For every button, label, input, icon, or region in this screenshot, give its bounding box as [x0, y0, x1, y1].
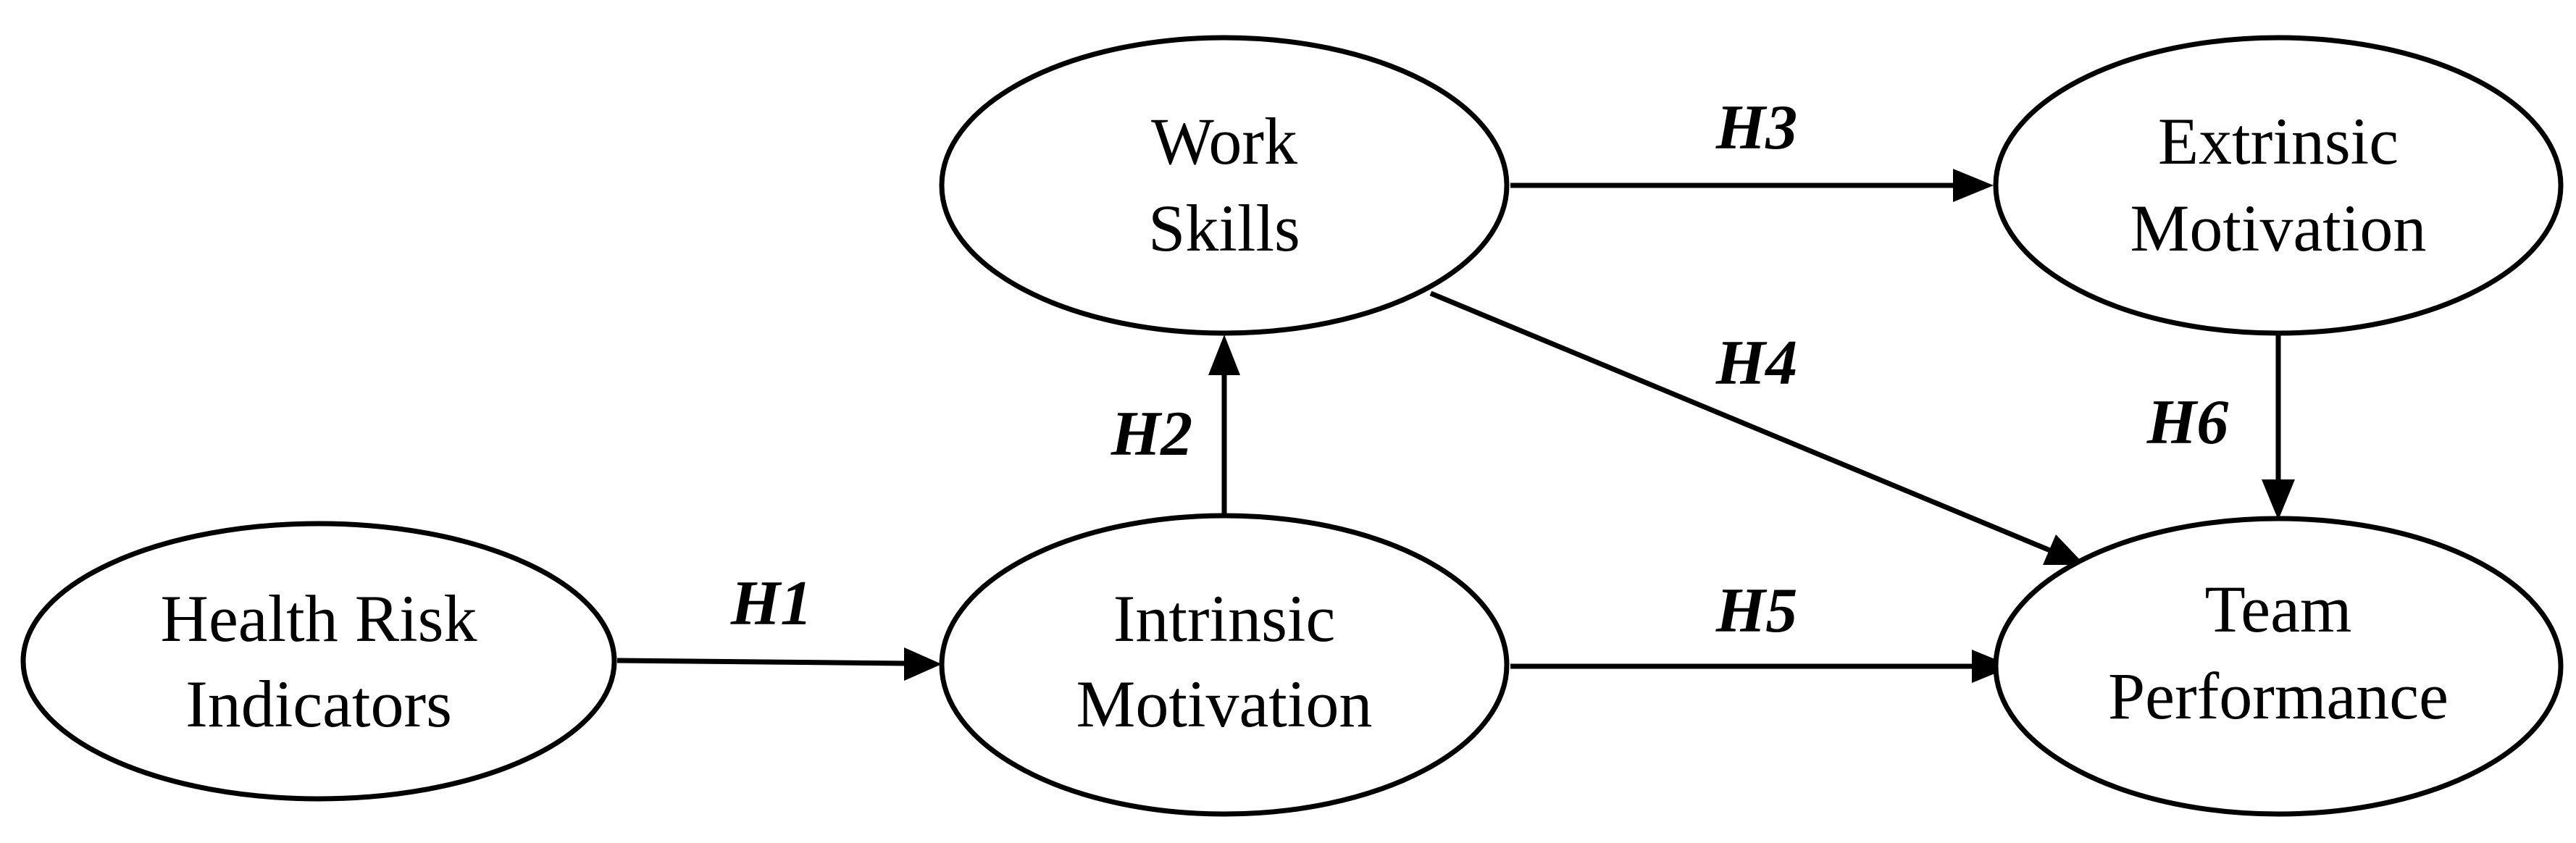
- edge-h1-label: H1: [730, 569, 812, 639]
- edge-h6-arrowhead: [2262, 479, 2295, 520]
- edge-h3: H3: [1510, 93, 1994, 202]
- edge-h5-arrowhead: [1972, 650, 2012, 683]
- edge-h6: H6: [2146, 335, 2295, 520]
- node-extrinsic-motivation: Extrinsic Motivation: [1993, 35, 2564, 336]
- node-work-skills-line-1: Work: [1151, 104, 1297, 178]
- edge-h3-arrowhead: [1953, 169, 1994, 202]
- node-health-risk-indicators-line-2: Indicators: [185, 667, 452, 741]
- edge-h3-label: H3: [1715, 93, 1797, 163]
- edge-h2-label: H2: [1111, 399, 1192, 469]
- edge-h5: H5: [1510, 576, 2012, 683]
- edge-h5-label: H5: [1715, 576, 1797, 646]
- edge-h4-line: [1429, 290, 2052, 553]
- node-intrinsic-motivation-ellipse: [939, 513, 1510, 817]
- node-team-performance-line-1: Team: [2204, 572, 2351, 646]
- node-extrinsic-motivation-ellipse: [1993, 35, 2564, 336]
- node-work-skills-line-2: Skills: [1148, 191, 1300, 265]
- edge-h4-label: H4: [1715, 328, 1797, 398]
- node-intrinsic-motivation-line-2: Motivation: [1076, 667, 1373, 741]
- node-extrinsic-motivation-line-1: Extrinsic: [2158, 104, 2399, 178]
- node-health-risk-indicators-ellipse: [20, 521, 617, 802]
- node-team-performance: Team Performance: [1993, 516, 2564, 817]
- edge-h2-arrowhead: [1208, 335, 1240, 375]
- edge-h4-arrowhead: [2043, 534, 2085, 565]
- edge-h1-line: [616, 658, 906, 666]
- edge-h4: H4: [1429, 290, 2085, 565]
- node-work-skills: Work Skills: [939, 35, 1510, 336]
- node-work-skills-ellipse: [939, 35, 1510, 336]
- node-intrinsic-motivation: Intrinsic Motivation: [939, 513, 1510, 817]
- edge-h1: H1: [616, 569, 942, 681]
- node-health-risk-indicators-line-1: Health Risk: [161, 582, 477, 655]
- edge-h1-arrowhead: [904, 647, 942, 681]
- edge-h6-label: H6: [2146, 387, 2228, 458]
- node-team-performance-ellipse: [1993, 516, 2564, 817]
- node-health-risk-indicators: Health Risk Indicators: [20, 521, 617, 802]
- node-extrinsic-motivation-line-2: Motivation: [2130, 191, 2427, 265]
- node-intrinsic-motivation-line-1: Intrinsic: [1113, 582, 1336, 655]
- edge-h2: H2: [1111, 335, 1240, 516]
- node-team-performance-line-2: Performance: [2108, 659, 2449, 733]
